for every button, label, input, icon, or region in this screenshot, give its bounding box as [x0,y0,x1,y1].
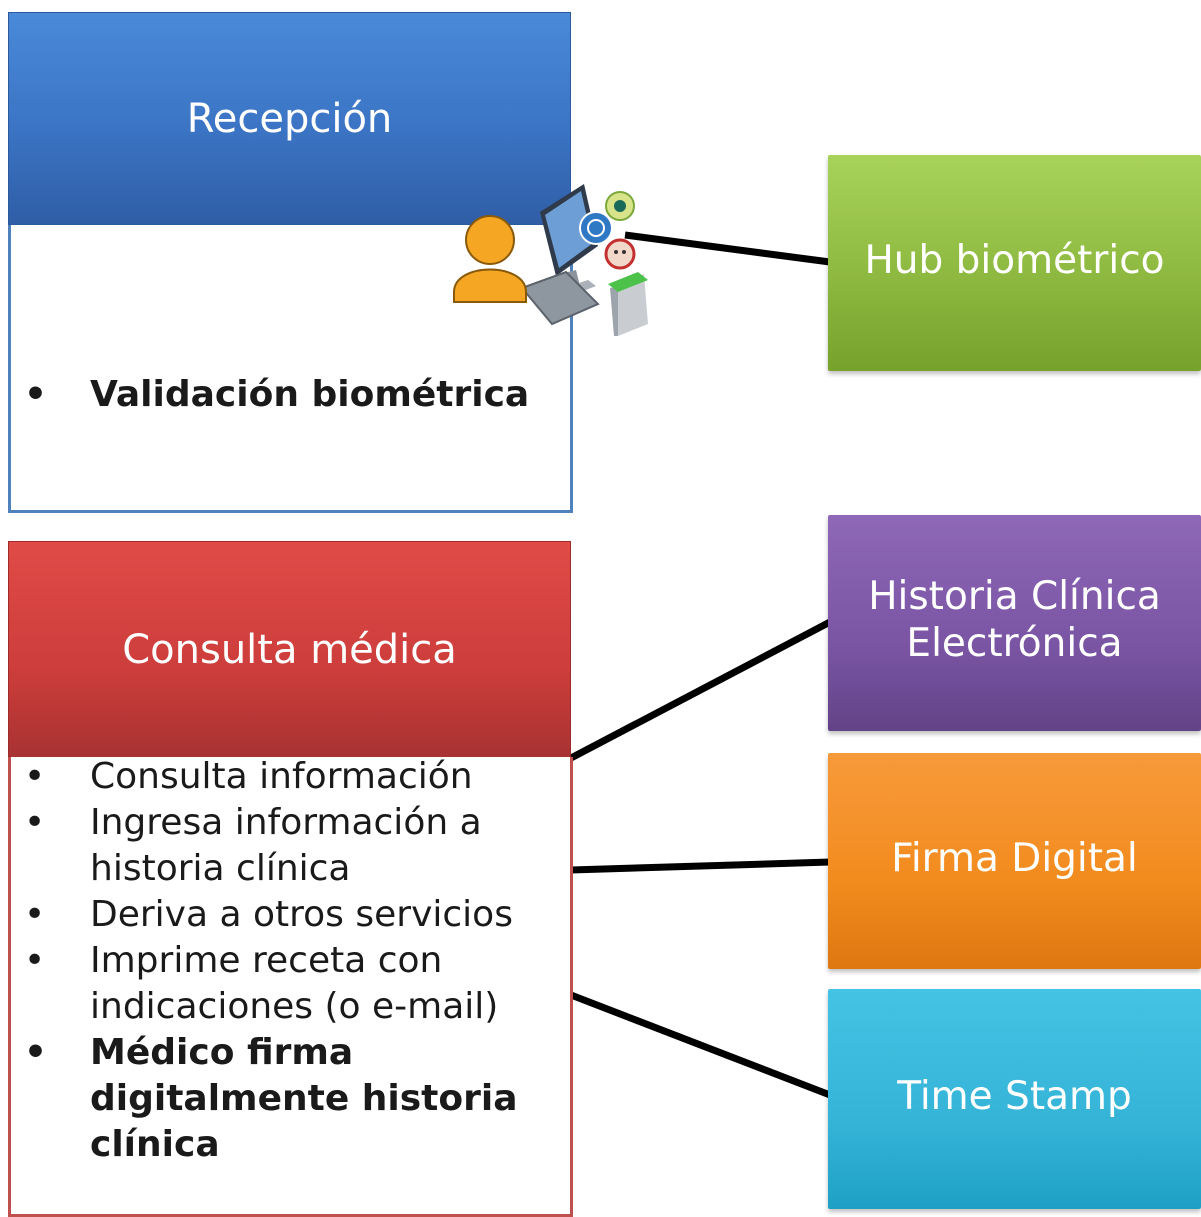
consultation-title: Consulta médica [122,626,457,673]
reception-title: Recepción [186,95,393,142]
hub-biometrico-label: Hub biométrico [864,237,1165,283]
reception-header: Recepción [8,12,571,225]
time-stamp-label: Time Stamp [897,1073,1132,1119]
list-item: Deriva a otros servicios [8,892,568,938]
list-item: Imprime receta con indicaciones (o e-mai… [8,938,568,1030]
list-item: Consulta información [8,754,568,800]
face-icon [604,238,636,270]
hce-label-line2: Electrónica [906,621,1123,666]
list-item: Validación biométrica [8,372,568,418]
reception-list: Validación biométrica [8,372,568,418]
consultation-list: Consulta información Ingresa información… [8,754,568,1168]
connector-firma [570,858,831,874]
firma-digital-box: Firma Digital [828,753,1201,969]
firma-digital-label: Firma Digital [891,835,1138,881]
connector-hce [569,618,832,762]
list-item: Ingresa información a historia clínica [8,800,568,892]
fingerprint-icon [579,211,613,245]
list-item: Médico firma digitalmente historia clíni… [8,1030,568,1168]
hub-biometrico-box: Hub biométrico [828,155,1201,371]
hce-label-line1: Historia Clínica [868,574,1161,619]
connector-hub [624,231,831,266]
scanner-icon [608,272,648,336]
consultation-header: Consulta médica [8,541,571,758]
user-icon [453,215,527,303]
connector-timestamp [569,991,832,1099]
hce-box: Historia Clínica Electrónica [828,515,1201,731]
time-stamp-box: Time Stamp [828,989,1201,1209]
keyboard-icon [520,270,600,326]
biometric-station-icon [448,176,648,346]
